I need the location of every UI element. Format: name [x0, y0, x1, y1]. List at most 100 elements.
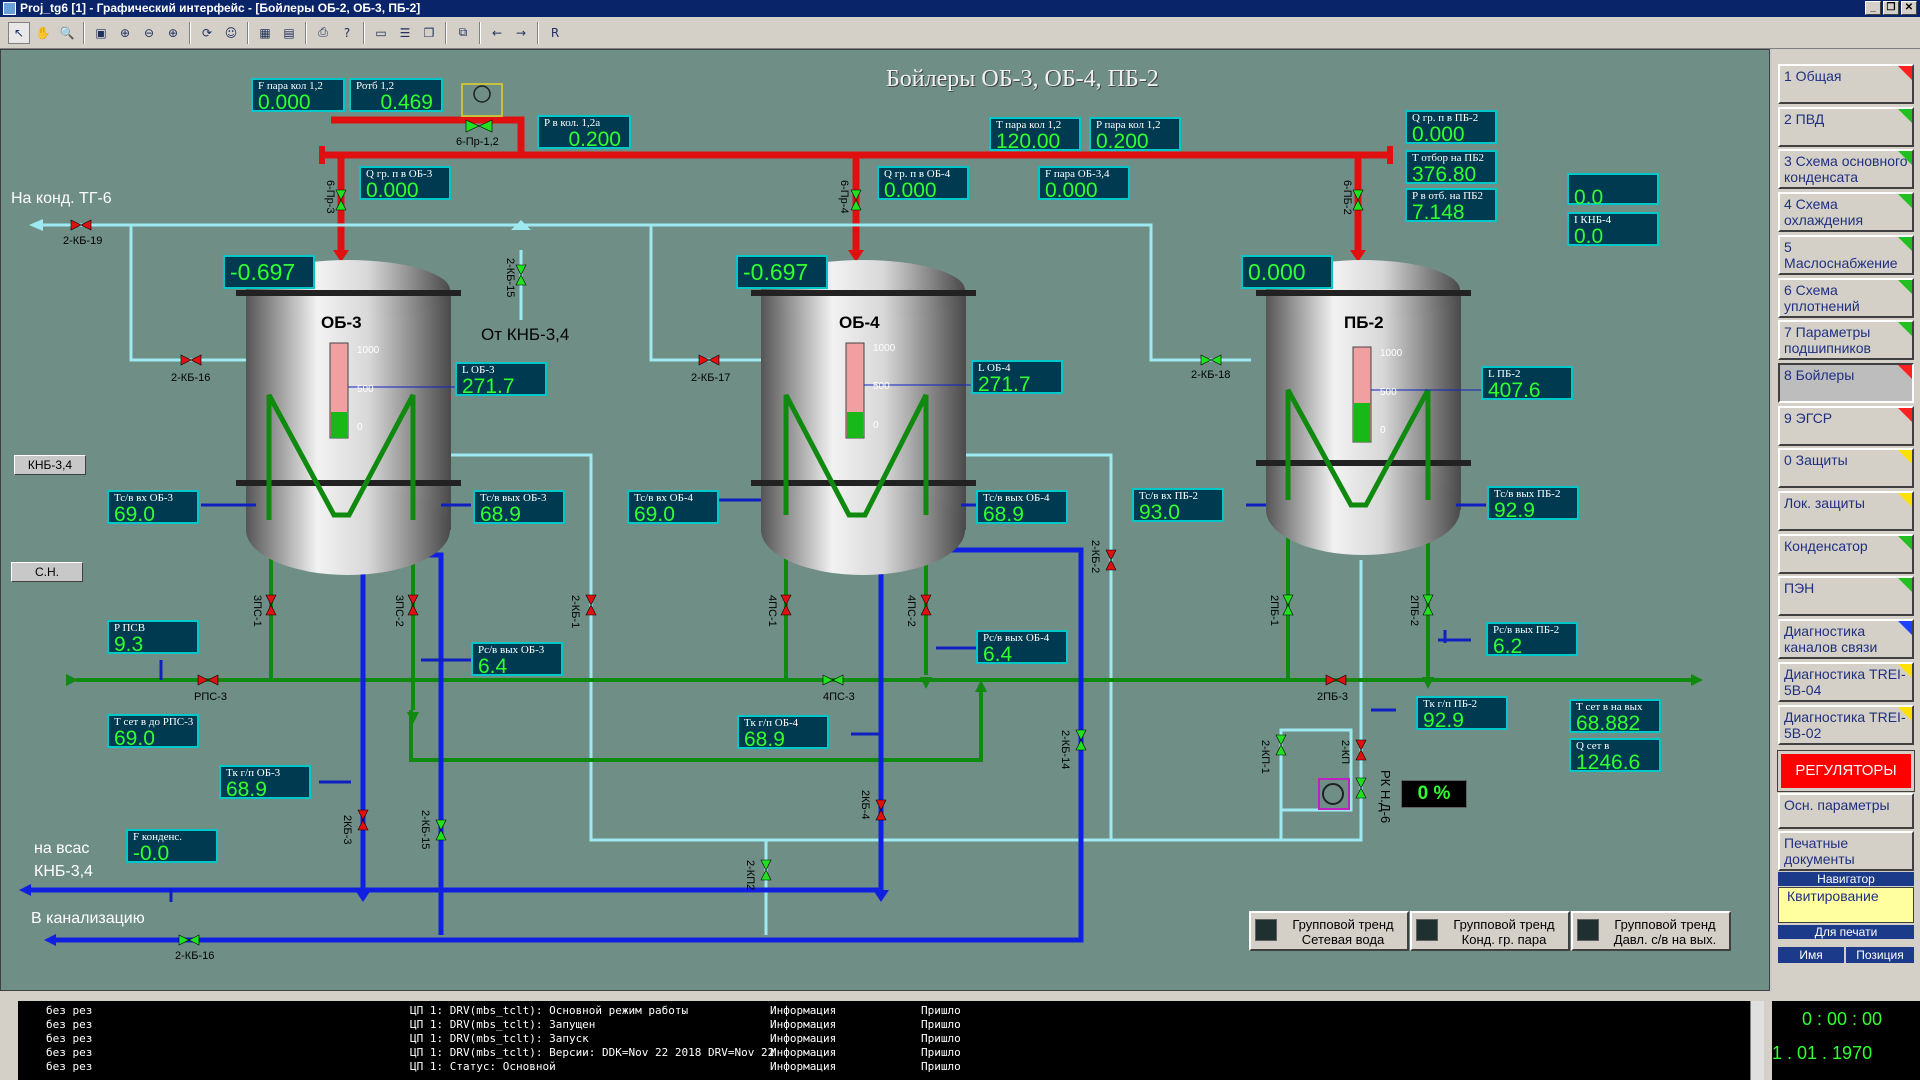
- rk-percent-readout[interactable]: 0 %: [1401, 780, 1467, 808]
- nav-button[interactable]: 4 Схема охлаждения генератора: [1778, 192, 1914, 233]
- readout-box[interactable]: 0.0: [1567, 173, 1659, 208]
- tab-name[interactable]: Имя: [1778, 947, 1844, 963]
- restore-button[interactable]: ❐: [1883, 1, 1899, 15]
- status-flag-icon: [1898, 535, 1912, 550]
- back-icon[interactable]: ←: [491, 25, 503, 40]
- nav-button[interactable]: 1 Общая: [1778, 64, 1914, 104]
- main-params-button[interactable]: Осн. параметры: [1778, 793, 1914, 829]
- nav-button[interactable]: 8 Бойлеры: [1778, 362, 1914, 403]
- fit-icon[interactable]: ▣: [95, 25, 107, 40]
- window-icon[interactable]: ▭: [375, 25, 387, 40]
- knb34-button[interactable]: КНБ-3,4: [14, 455, 86, 475]
- list-icon[interactable]: ☰: [399, 25, 411, 40]
- trend-network-water-button[interactable]: Групповой тренд Сетевая вода: [1249, 911, 1409, 951]
- regulators-button[interactable]: РЕГУЛЯТОРЫ: [1777, 750, 1915, 792]
- trend-condensate-button[interactable]: Групповой тренд Конд. гр. пара: [1410, 911, 1570, 951]
- refresh-icon[interactable]: ⟳: [201, 25, 213, 40]
- tab-position[interactable]: Позиция: [1846, 947, 1914, 963]
- pipe-diagram: [19, 83, 1703, 946]
- tank-pb2-top-box[interactable]: 0.000: [1241, 255, 1333, 289]
- nav-button[interactable]: Диагностика TREI-5B-04: [1778, 661, 1914, 702]
- trend-pressure-button[interactable]: Групповой тренд Давл. с/в на вых.: [1571, 911, 1731, 951]
- close-button[interactable]: ✕: [1901, 1, 1917, 15]
- sn-button[interactable]: С.Н.: [11, 562, 83, 582]
- nav-button[interactable]: 9 ЭГСР: [1778, 405, 1914, 446]
- tank-ob3-top-box[interactable]: -0.697: [223, 255, 315, 289]
- tank-ob4-top-box[interactable]: -0.697: [736, 255, 828, 289]
- users-icon[interactable]: ☺: [224, 25, 238, 40]
- log-scrollbar[interactable]: [1750, 1001, 1764, 1080]
- hand-icon[interactable]: ✋: [35, 25, 51, 40]
- nav-button[interactable]: Диагностика TREI-5B-02: [1778, 704, 1914, 745]
- nav-button[interactable]: Диагностика каналов связи: [1778, 619, 1914, 660]
- zoom-icon[interactable]: 🔍: [59, 25, 75, 40]
- valve-label: 2ПБ-3: [1317, 691, 1349, 703]
- clock-panel: 0 : 00 : 00 1 . 01 . 1970: [1772, 1001, 1920, 1080]
- minimize-button[interactable]: _: [1865, 1, 1881, 15]
- print-docs-button[interactable]: Печатные документы: [1778, 831, 1914, 871]
- nav-button[interactable]: 6 Схема уплотнений: [1778, 277, 1914, 318]
- nav-button[interactable]: 0 Защиты: [1778, 448, 1914, 489]
- nav-button[interactable]: Лок. защиты: [1778, 491, 1914, 531]
- save-icon[interactable]: ▤: [283, 25, 295, 40]
- forward-icon[interactable]: →: [515, 25, 527, 40]
- zoom-in-icon[interactable]: ⊕: [167, 25, 179, 40]
- f-kondens-box[interactable]: F конденс.-0.0: [126, 829, 218, 864]
- nav-button[interactable]: 3 Схема основного конденсата: [1778, 149, 1914, 190]
- valve-label: 2-КБ-14: [1059, 730, 1071, 770]
- layout-icon[interactable]: ▦: [259, 25, 271, 40]
- tank-ob4-name: ОБ-4: [839, 313, 880, 332]
- zoom-fit-icon[interactable]: ⊕: [119, 25, 131, 40]
- cascade-icon[interactable]: ❐: [423, 25, 435, 40]
- nav-button[interactable]: 7 Параметры подшипников: [1778, 320, 1914, 361]
- nav-button[interactable]: 2 ПВД: [1778, 106, 1914, 147]
- help-icon[interactable]: ?: [343, 25, 351, 40]
- acknowledge-button[interactable]: Квитирование: [1778, 887, 1914, 923]
- screens-icon[interactable]: ⧉: [458, 25, 468, 39]
- pointer-icon[interactable]: ↖: [8, 21, 30, 44]
- print-icon[interactable]: ⎙: [318, 25, 328, 39]
- nav-button[interactable]: ПЭН: [1778, 576, 1914, 617]
- zoom-out-icon[interactable]: ⊖: [143, 25, 155, 40]
- valve-label: 2КБ-3: [341, 815, 353, 845]
- r-button[interactable]: R: [550, 25, 560, 40]
- nav-button[interactable]: Конденсатор: [1778, 533, 1914, 574]
- nav-button[interactable]: 5 Маслоснабжение: [1778, 234, 1914, 275]
